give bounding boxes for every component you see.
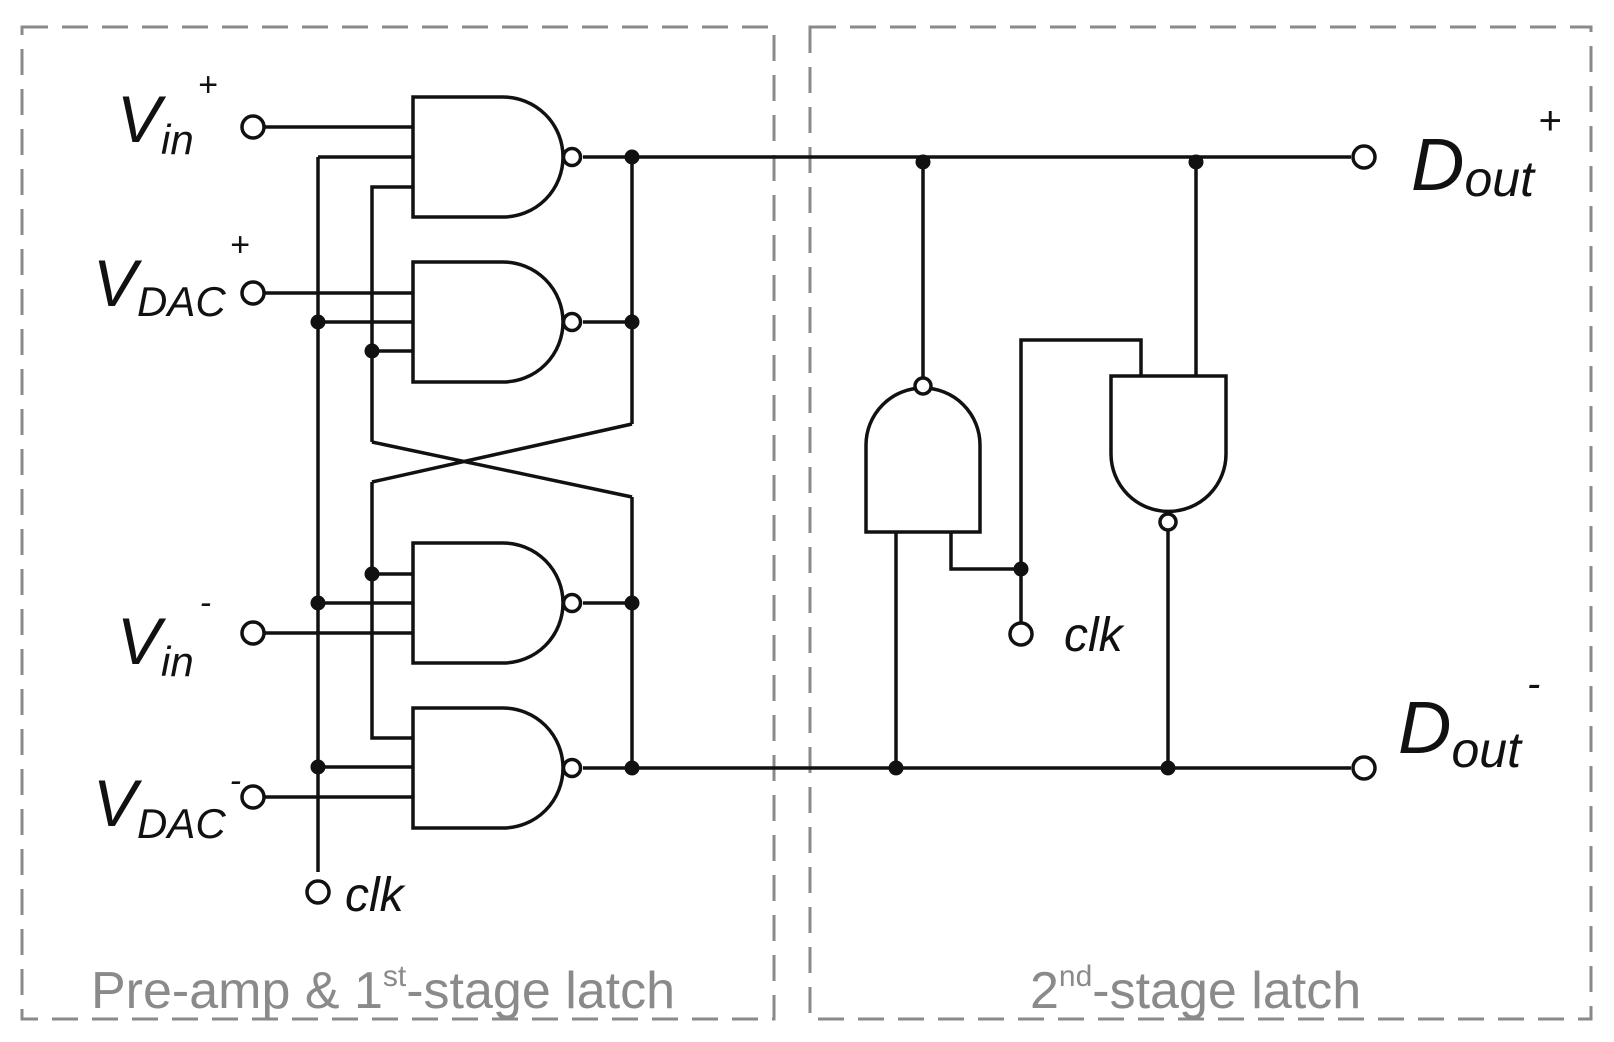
nand-gate-5: [864, 376, 982, 534]
inversion-bubble: [913, 376, 933, 396]
junction-dot: [364, 566, 380, 582]
dout-neg-terminal: [1351, 755, 1377, 781]
nand-gate-6: [1109, 374, 1228, 532]
clk-right-terminal: [1008, 621, 1034, 647]
preamp-stage-label: Pre-amp & 1st-stage latch: [91, 960, 675, 1020]
inversion-bubble: [561, 592, 583, 614]
junction-dot: [1013, 561, 1029, 577]
vin-pos-label: Vin+: [117, 66, 218, 163]
clk-left-terminal: [305, 879, 331, 905]
nand-gate-3: [411, 541, 583, 665]
junction-dot: [310, 314, 326, 330]
junction-dot: [1160, 760, 1176, 776]
wire-cross-a: [371, 440, 633, 499]
junction-dot: [624, 314, 640, 330]
junction-dot: [624, 760, 640, 776]
wire-g6-clk: [1019, 338, 1143, 628]
vin-pos-terminal: [240, 114, 266, 140]
junction-dot: [624, 149, 640, 165]
junction-dot: [364, 343, 380, 359]
junction-dot: [888, 760, 904, 776]
inversion-bubble: [561, 311, 583, 333]
vin-neg-label: Vin-: [117, 584, 211, 685]
nand-gate-2: [411, 260, 583, 384]
vdac-pos-terminal: [240, 280, 266, 306]
vdac-neg-terminal: [240, 784, 266, 810]
second-stage-frame: [808, 25, 1593, 1021]
inversion-bubble: [1158, 512, 1178, 532]
clk-left-label: clk: [345, 869, 407, 922]
preamp-stage-frame: [20, 25, 776, 1021]
junction-dot: [915, 154, 931, 170]
logic-gates: [411, 95, 1228, 830]
wires: [264, 125, 1351, 872]
terminals: [240, 114, 1377, 905]
dout-pos-label: Dout+: [1411, 99, 1561, 207]
nand-gate-4: [411, 706, 583, 830]
junction-dot: [624, 595, 640, 611]
wire-feedback-bottom-left: [370, 482, 413, 740]
section-frames: [20, 25, 1593, 1021]
inversion-bubble: [561, 146, 583, 168]
clk-right-label: clk: [1064, 609, 1126, 662]
vdac-neg-label: VDAC-: [93, 762, 241, 847]
vin-neg-terminal: [240, 620, 266, 646]
dout-pos-terminal: [1351, 144, 1377, 170]
wire-g5-clk: [949, 532, 1021, 571]
nand-gate-1: [411, 95, 583, 219]
vdac-pos-label: VDAC+: [93, 226, 250, 325]
wire-cross-b: [371, 422, 633, 484]
wire-feedback-top-left: [370, 185, 413, 442]
second-stage-label: 2nd-stage latch: [1030, 960, 1361, 1020]
inversion-bubble: [561, 757, 583, 779]
dout-neg-label: Dout-: [1398, 662, 1540, 778]
junction-dot: [1188, 154, 1204, 170]
junction-dot: [310, 759, 326, 775]
junction-dots: [310, 149, 1204, 776]
junction-dot: [310, 595, 326, 611]
